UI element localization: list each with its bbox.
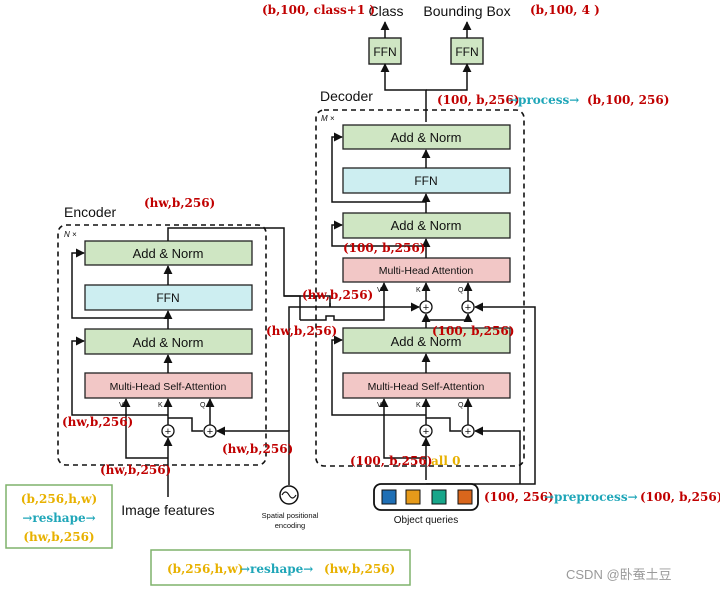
reshape-box-2-output: (hw,b,256) (324, 562, 395, 576)
encoder-title: Encoder (64, 204, 116, 220)
decoder-target-shape: (100, b,256) (350, 454, 432, 468)
plus-glyph: + (465, 426, 471, 438)
decoder-add-norm-1 (342, 327, 511, 354)
decoder-output-fork-right (426, 63, 472, 91)
plus-glyph: + (207, 426, 213, 438)
dec-cross-v-tag: V (377, 287, 382, 294)
query-pos-line-sa (474, 426, 521, 484)
memory-path (167, 227, 331, 307)
pos-enc-to-decoder (288, 302, 420, 431)
decoder-self-attention-label: Multi-Head Self-Attention (368, 381, 485, 393)
enc-residual-1 (71, 336, 168, 416)
memory-shape-b: (hw,b,256) (266, 324, 337, 338)
decoder-ffn-label: FFN (414, 174, 437, 188)
decoder-title: Decoder (320, 88, 373, 104)
dec-residual-1 (331, 335, 426, 416)
plus-glyph: + (165, 426, 171, 438)
reshape-box-1-output: (hw,b,256) (23, 530, 94, 544)
enc-q-tag: Q (200, 402, 206, 409)
dec-residual-3 (331, 132, 426, 203)
class-shape-annotation: (b,100, class+1 ) (262, 3, 375, 17)
encoder-input-shape-bottom: (hw,b,256) (100, 463, 171, 477)
watermark: CSDN @卧蚕土豆 (566, 567, 672, 582)
dec-residual-2 (331, 220, 426, 247)
encoder-self-attention (84, 372, 253, 399)
enc-k-tag: K (158, 402, 163, 409)
encoder-ffn (84, 284, 253, 311)
dec-sa-v-in (379, 398, 426, 459)
decoder-self-attention (342, 372, 511, 399)
encoder-add-norm-2 (84, 240, 253, 266)
pos-enc-label-2: encoding (275, 521, 305, 530)
dec-sa-k-tag: K (416, 402, 421, 409)
image-features-label: Image features (121, 502, 214, 518)
encoder-container (57, 224, 267, 466)
decoder-add-norm-3 (342, 124, 511, 150)
dec-cross-q-tag: Q (458, 287, 464, 294)
decoder-container (315, 109, 525, 467)
query-shape-before: (100, 256) (484, 490, 554, 504)
object-query-4 (457, 489, 473, 505)
decoder-add-norm-2-label: Add & Norm (391, 218, 462, 233)
reshape-box-2-input: (b,256,h,w) (167, 562, 243, 576)
reshape-box-1-input: (b,256,h,w) (21, 492, 97, 506)
encoder-add-norm-1 (84, 328, 253, 355)
dec-sa-v-tag: V (377, 402, 382, 409)
enc-v-tag: V (119, 402, 124, 409)
decoder-output-shape: (100, b,256) (437, 93, 519, 107)
sine-wave-icon (281, 491, 297, 499)
pos-enc-to-encoder (216, 426, 290, 485)
encoder-self-attention-label: Multi-Head Self-Attention (110, 381, 227, 393)
decoder-cross-attention-label: Multi-Head Attention (379, 265, 474, 277)
bbox-ffn-label: FFN (455, 45, 478, 59)
decoder-add-norm-3-label: Add & Norm (391, 130, 462, 145)
plus-glyph: + (423, 302, 429, 314)
query-preprocess: →preprocess→ (544, 490, 638, 504)
dec-sa-q-tag: Q (458, 402, 464, 409)
enc-k-to-q (168, 417, 203, 432)
enc-residual-2 (71, 248, 168, 319)
reshape-box-2-op: →reshape→ (240, 562, 313, 576)
object-query-1 (381, 489, 397, 505)
class-title: Class (368, 3, 403, 19)
memory-to-v (300, 307, 385, 321)
object-query-2 (405, 489, 421, 505)
encoder-repeat-label: N × (64, 230, 77, 239)
decoder-self-attention-out-shape: (100, b,256) (432, 324, 514, 338)
decoder-cross-attention (342, 257, 511, 283)
decoder-output-shape-after: (b,100, 256) (587, 93, 669, 107)
memory-shape-a: (hw,b,256) (302, 288, 373, 302)
object-queries-container (373, 483, 479, 511)
bbox-shape-annotation: (b,100, 4 ) (530, 3, 600, 17)
decoder-add-norm-1-label: Add & Norm (391, 334, 462, 349)
encoder-ffn-label: FFN (156, 291, 179, 305)
decoder-repeat-label: M × (321, 114, 335, 123)
plus-glyph: + (465, 302, 471, 314)
dec-cross-k-tag: K (416, 287, 421, 294)
dec-sa-k-to-q (426, 417, 461, 432)
pos-enc-label-1: Spatial positional (262, 511, 319, 520)
encoder-add-norm-1-label: Add & Norm (133, 335, 204, 350)
encoder-pos-shape: (hw,b,256) (222, 442, 293, 456)
query-shape-after: (100, b,256) (640, 490, 720, 504)
object-queries-label: Object queries (394, 515, 458, 526)
encoder-output-shape: (hw,b,256) (144, 196, 215, 210)
encoder-input-shape-left: (hw,b,256) (62, 415, 133, 429)
bbox-title: Bounding Box (423, 3, 510, 19)
memory-to-k (284, 295, 301, 320)
reshape-box-1-op: →reshape→ (22, 511, 95, 525)
plus-glyph: + (423, 426, 429, 438)
reshape-box-2 (150, 549, 411, 586)
enc-v-in (121, 398, 168, 459)
reshape-box-1 (5, 484, 113, 549)
decoder-output-fork (380, 63, 427, 122)
decoder-output-process: →process→ (508, 93, 579, 107)
cross-attention-query-shape: (100, b,256) (343, 241, 425, 255)
encoder-add-norm-2-label: Add & Norm (133, 246, 204, 261)
decoder-add-norm-2 (342, 212, 511, 239)
decoder-target-zero: all 0 (431, 454, 460, 468)
class-ffn-label: FFN (373, 45, 396, 59)
query-pos-line (426, 302, 536, 485)
object-query-3 (431, 489, 447, 505)
